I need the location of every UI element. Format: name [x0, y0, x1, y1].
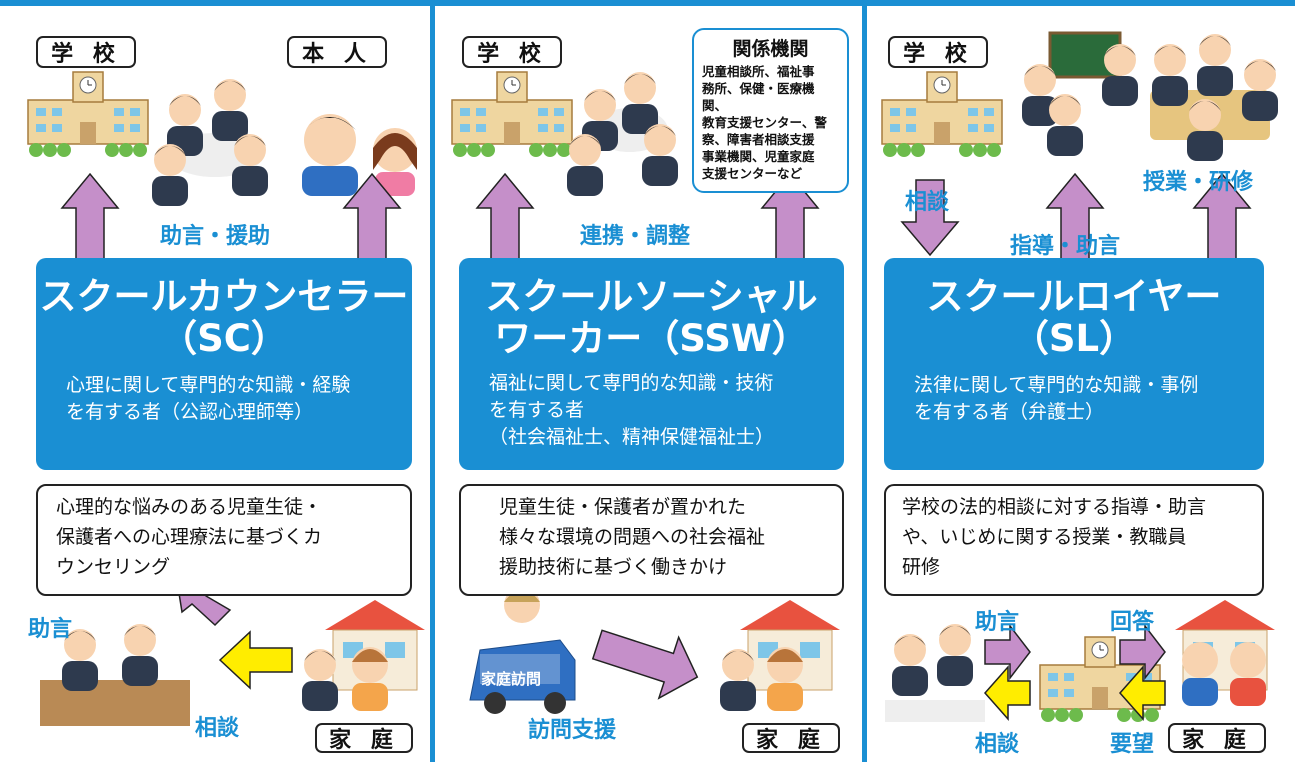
- column-divider-1: [430, 0, 435, 762]
- top-border: [0, 0, 1295, 6]
- related-agencies-box: 関係機関 児童相談所、福祉事 務所、保健・医療機関、 教育支援センター、警 察、…: [692, 28, 849, 193]
- family-illustration-2: [720, 647, 803, 711]
- request-arrow-left: [1118, 665, 1166, 721]
- sc-description: 心理的な悩みのある児童生徒・ 保護者への心理療法に基づくカ ウンセリング: [36, 484, 412, 596]
- visit-arrow: [591, 629, 699, 700]
- sl-consult-label: 相談: [905, 190, 950, 215]
- sc-role-box: スクールカウンセラー （SC） 心理に関して専門的な知識・経験 を有する者（公認…: [36, 258, 412, 470]
- sl-answer-label: 回答: [1110, 610, 1155, 635]
- school-label: 学 校: [888, 36, 988, 68]
- ssw-description: 児童生徒・保護者が置かれた 様々な環境の問題への社会福祉 援助技術に基づく働きか…: [459, 484, 844, 596]
- coordination-meeting-illustration: [567, 72, 678, 196]
- school-label: 学 校: [462, 36, 562, 68]
- student-illustration: [302, 114, 417, 196]
- sc-consult-label: 相談: [195, 716, 240, 741]
- home-label: 家 庭: [1168, 723, 1266, 753]
- sl-role-box: スクールロイヤー （SL） 法律に関して専門的な知識・事例 を有する者（弁護士）: [884, 258, 1264, 470]
- sl-class-label: 授業・研修: [1143, 170, 1254, 195]
- answer-arrow-right: [1119, 623, 1166, 681]
- counseling-meeting-illustration: [152, 79, 268, 206]
- sc-role-name: スクールカウンセラー: [39, 275, 409, 318]
- self-label: 本 人: [287, 36, 387, 68]
- sl-advice-label: 助言: [975, 610, 1020, 635]
- consult-down-arrow: [900, 179, 960, 257]
- column-divider-2: [862, 0, 867, 762]
- lawyer-consult-illustration: [885, 624, 985, 722]
- home-visit-car-illustration: [469, 587, 576, 714]
- family-illustration: [302, 647, 388, 711]
- ssw-role-abbr: ワーカー（SSW）: [494, 317, 809, 360]
- sl-role-abbr: （SL）: [1011, 317, 1137, 360]
- ssw-role-box: スクールソーシャル ワーカー（SSW） 福祉に関して専門的な知識・技術 を有する…: [459, 258, 844, 470]
- ssw-role-desc: 福祉に関して専門的な知識・技術 を有する者 （社会福祉士、精神保健福祉士）: [489, 372, 775, 448]
- sc-advice-label: 助言: [28, 617, 73, 642]
- family-illustration-3: [1182, 642, 1266, 706]
- sl-description: 学校の法的相談に対する指導・助言 や、いじめに関する授業・教職員 研修: [884, 484, 1264, 596]
- home-label: 家 庭: [315, 723, 413, 753]
- sl-guide-label: 指導・助言: [1010, 234, 1121, 259]
- agency-title: 関係機関: [732, 38, 809, 60]
- ssw-coord-label: 連携・調整: [580, 224, 691, 249]
- sc-support-label: 助言・援助: [160, 224, 271, 249]
- teacher-training-illustration: [1150, 34, 1278, 161]
- consult-arrow: [218, 630, 293, 690]
- ssw-role-name: スクールソーシャル: [485, 275, 818, 318]
- advice-arrow-right: [984, 623, 1031, 681]
- sl-role-desc: 法律に関して専門的な知識・事例 を有する者（弁護士）: [914, 374, 1199, 423]
- ssw-visit-label: 訪問支援: [528, 718, 617, 743]
- home-label: 家 庭: [742, 723, 840, 753]
- classroom-lecture-illustration: [1022, 31, 1138, 156]
- parent-child-consult-illustration: [40, 624, 190, 726]
- car-text: 家庭訪問: [481, 670, 542, 688]
- sc-role-abbr: （SC）: [160, 317, 288, 360]
- sl-request-label: 要望: [1110, 732, 1155, 757]
- school-label: 学 校: [36, 36, 136, 68]
- consult-arrow-left: [983, 665, 1031, 721]
- sl-role-name: スクールロイヤー: [926, 275, 1222, 318]
- sc-role-desc: 心理に関して専門的な知識・経験 を有する者（公認心理師等）: [66, 374, 351, 423]
- sl-consult2-label: 相談: [975, 732, 1020, 757]
- agency-list: 児童相談所、福祉事 務所、保健・医療機関、 教育支援センター、警 察、障害者相談…: [702, 64, 827, 181]
